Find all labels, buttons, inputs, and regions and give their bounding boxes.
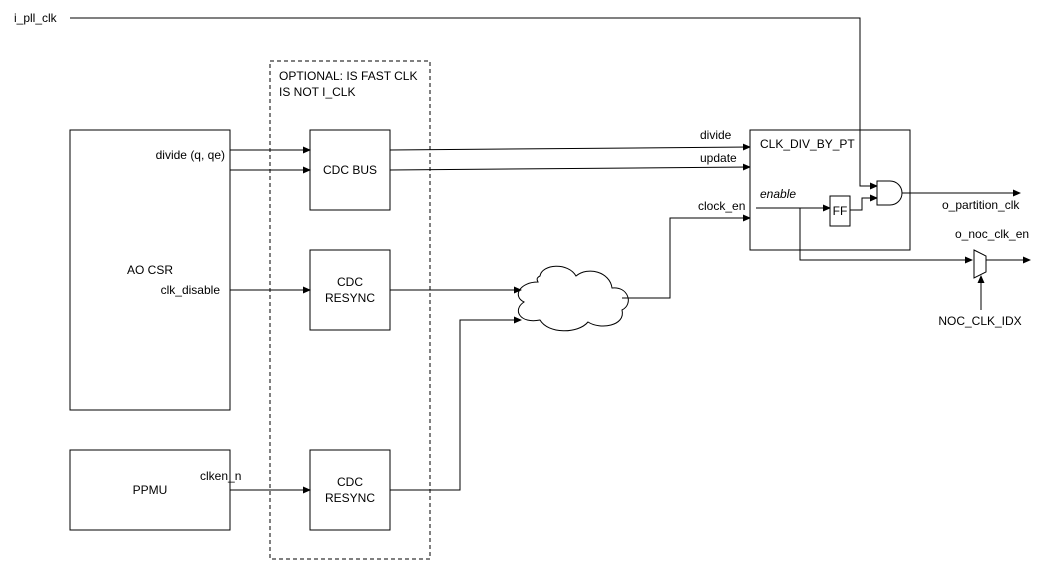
cdc-resync-block-b [309,449,391,531]
ppmu-block [69,449,231,531]
logic-cloud [517,265,629,332]
ff-block [829,195,851,227]
noc-clk-idx-label: NOC_CLK_IDX [938,314,1021,328]
update-label: update [700,151,737,165]
clock-en-label: clock_en [698,199,745,213]
divide-qqe-label: divide (q, qe) [156,148,225,162]
ppmu-label: PPMU [133,483,168,497]
cdc-bus-label: CDC BUS [323,163,377,177]
optional-label-line1: OPTIONAL: IS FAST CLK [279,69,418,83]
optional-label-line2: IS NOT I_CLK [279,85,355,99]
noc-clk-mux [973,249,987,279]
ao-csr-label: AO CSR [127,263,173,277]
ao-csr-block [69,129,231,411]
ff-out-wire [850,194,878,211]
o-noc-clk-en-label: o_noc_clk_en [955,227,1029,241]
update-out-wire [389,163,751,171]
enable-branch-wire [799,208,973,264]
clock-en-wire [622,214,751,299]
resync-b-out-wire [390,316,522,491]
cdc-resync-a-line2: RESYNC [325,291,375,305]
enable-label: enable [760,187,796,201]
divide-out-wire [389,143,751,151]
and-gate [876,180,903,206]
i-pll-clk-wire [70,17,878,190]
cdc-resync-b-line2: RESYNC [325,491,375,505]
ff-label: FF [833,204,848,218]
cdc-resync-a-line1: CDC [337,275,363,289]
o-partition-clk-label: o_partition_clk [942,198,1020,212]
clk-div-by-pt-label: CLK_DIV_BY_PT [760,137,855,151]
cdc-resync-block-a [309,249,391,331]
divide-label: divide [700,128,732,142]
i-pll-clk-label: i_pll_clk [14,11,58,25]
clken-n-label: clken_n [200,469,241,483]
optional-region [269,60,431,560]
clk-disable-label: clk_disable [161,283,221,297]
cdc-resync-b-line1: CDC [337,475,363,489]
